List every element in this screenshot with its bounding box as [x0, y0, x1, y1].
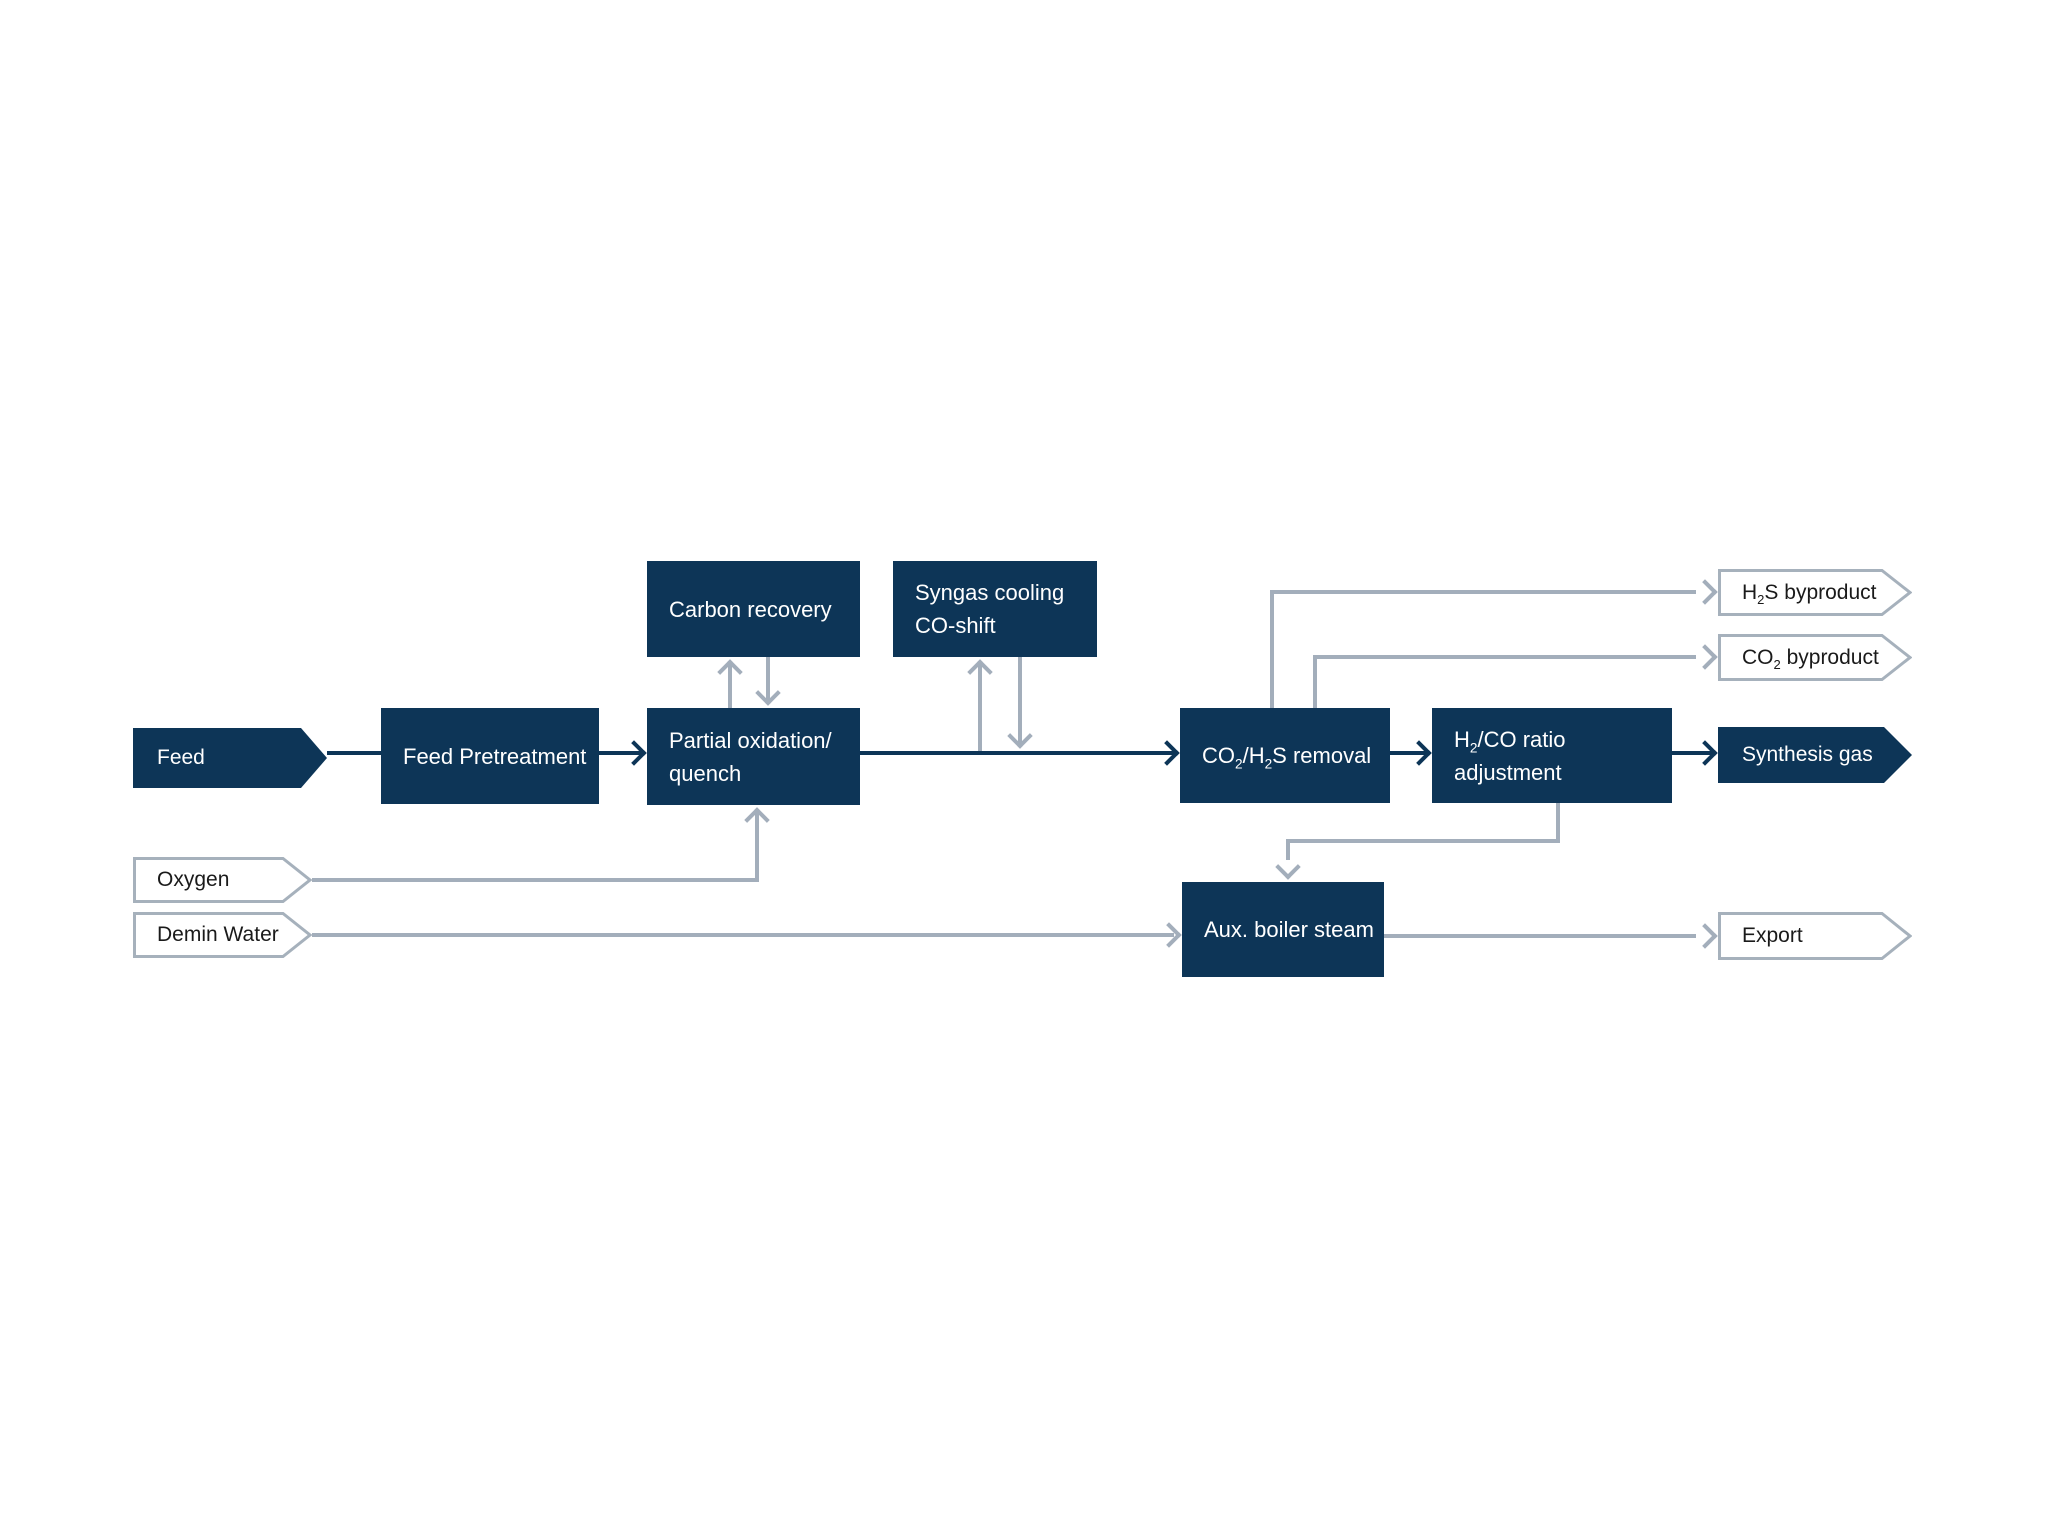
node-h2-co-ratio-label-line1: H2/CO ratio [1454, 726, 1566, 755]
edge-ratio-to-aux-h [1286, 839, 1560, 843]
node-h2-co-ratio-adjustment: H2/CO ratio adjustment [1432, 708, 1672, 803]
edge-carbon-to-partialox [766, 657, 770, 702]
edge-h2s-horizontal [1270, 590, 1696, 594]
tag-export: Export [1718, 912, 1912, 960]
node-feed-pretreatment: Feed Pretreatment [381, 708, 599, 804]
feed-arrow-shape [133, 728, 327, 788]
arrowhead-into-partial-oxidation-bottom [744, 807, 770, 833]
arrowhead-into-export [1692, 923, 1718, 949]
edge-removal-to-ratio [1390, 751, 1426, 755]
arrowhead-into-partial-oxidation [621, 740, 647, 766]
tag-demin-water-label: Demin Water [157, 923, 279, 946]
tag-feed-label: Feed [157, 746, 205, 769]
arrowhead-into-co2-h2s-removal [1154, 740, 1180, 766]
node-carbon-recovery: Carbon recovery [647, 561, 860, 657]
edge-co2-vertical [1313, 655, 1317, 708]
edge-demin-to-aux [312, 933, 1174, 937]
oxygen-arrow-shape [133, 857, 312, 903]
tag-oxygen: Oxygen [133, 857, 312, 903]
tag-synthesis-gas-label: Synthesis gas [1742, 743, 1873, 766]
edge-oxygen-vertical [755, 809, 759, 882]
arrowhead-into-h2s-byproduct [1692, 579, 1718, 605]
edge-pretreatment-to-partialox [599, 751, 641, 755]
tag-h2s-byproduct: H2S byproduct [1718, 569, 1912, 616]
node-feed-pretreatment-label: Feed Pretreatment [403, 743, 587, 769]
node-carbon-recovery-label: Carbon recovery [669, 596, 832, 622]
edge-feed-to-pretreatment [327, 751, 381, 755]
tag-feed: Feed [133, 728, 327, 788]
tag-demin-water: Demin Water [133, 912, 312, 958]
node-syngas-cooling-label-line1: Syngas cooling [915, 580, 1065, 605]
co2-byproduct-arrow-shape [1718, 634, 1912, 681]
arrowhead-into-mainline [1007, 723, 1033, 749]
node-partial-oxidation-quench: Partial oxidation/ quench [647, 708, 860, 805]
h2s-byproduct-arrow-shape [1718, 569, 1912, 616]
tag-co2-byproduct: CO2 byproduct [1718, 634, 1912, 681]
tag-oxygen-label: Oxygen [157, 868, 230, 891]
edge-co2-horizontal [1313, 655, 1696, 659]
arrowhead-into-syngas-cooling [967, 659, 993, 685]
arrowhead-into-co2-byproduct [1692, 644, 1718, 670]
tag-synthesis-gas: Synthesis gas [1718, 727, 1912, 783]
edge-partialox-to-carbon [728, 661, 732, 708]
node-co2-h2s-removal: CO2/H2S removal [1180, 708, 1390, 803]
edge-oxygen-horizontal [312, 878, 759, 882]
node-h2-co-ratio-label-line2: adjustment [1454, 759, 1562, 785]
edge-ratio-to-aux-v2 [1286, 839, 1290, 860]
tag-co2-byproduct-label: CO2 byproduct [1742, 645, 1879, 672]
arrowhead-into-h2-co-ratio [1406, 740, 1432, 766]
node-aux-boiler-steam-label: Aux. boiler steam [1204, 917, 1374, 942]
edge-syngas-cooling-to-mainline [1018, 657, 1022, 745]
arrowhead-into-carbon-recovery [717, 659, 743, 685]
demin-water-arrow-shape [133, 912, 312, 958]
node-syngas-cooling-co-shift: Syngas cooling CO-shift [893, 561, 1097, 657]
edge-partialox-to-removal [860, 751, 1174, 755]
arrowhead-into-synthesis-gas [1692, 740, 1718, 766]
arrowhead-into-aux-boiler-top [1275, 854, 1301, 880]
export-arrow-shape [1718, 912, 1912, 960]
node-partial-oxidation-label-line2: quench [669, 760, 742, 786]
edge-mainline-to-syngas-cooling [978, 661, 982, 753]
node-co2-h2s-removal-label: CO2/H2S removal [1202, 743, 1372, 772]
arrowhead-into-aux-boiler [1156, 922, 1182, 948]
node-syngas-cooling-label-line2: CO-shift [915, 613, 996, 638]
edge-aux-to-export [1384, 934, 1696, 938]
tag-export-label: Export [1742, 924, 1803, 947]
edge-ratio-to-synthesis-gas [1672, 751, 1712, 755]
tag-h2s-byproduct-label: H2S byproduct [1742, 580, 1877, 607]
arrowhead-into-partial-oxidation-top [755, 680, 781, 706]
synthesis-gas-arrow-shape [1718, 727, 1912, 783]
node-partial-oxidation-label-line1: Partial oxidation/ [669, 727, 832, 753]
node-aux-boiler-steam: Aux. boiler steam [1182, 882, 1384, 977]
edge-ratio-to-aux-v1 [1556, 803, 1560, 843]
edge-h2s-vertical [1270, 590, 1274, 708]
